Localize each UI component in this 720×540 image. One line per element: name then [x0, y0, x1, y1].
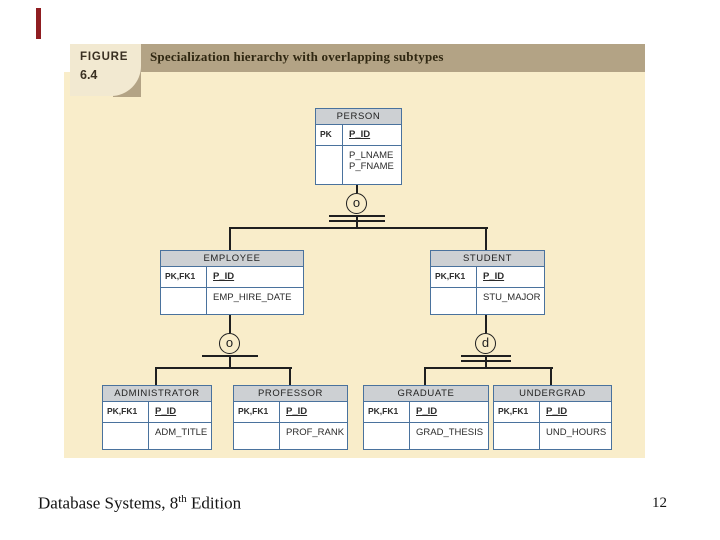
entity-employee-key: PK,FK1 — [161, 267, 207, 287]
entity-student-title: STUDENT — [431, 251, 544, 267]
footer-title-suffix: Edition — [186, 493, 242, 513]
figure-title: Specialization hierarchy with overlappin… — [150, 49, 444, 64]
disjoint-constraint-circle: d — [475, 333, 496, 354]
entity-undergrad: UNDERGRAD PK,FK1 P_ID UND_HOURS — [493, 385, 612, 450]
page-number: 12 — [652, 495, 667, 511]
entity-person-pk-attr: P_ID — [349, 129, 371, 140]
entity-administrator-attr: ADM_TITLE — [155, 427, 208, 438]
entity-person-attr-1: P_LNAME — [349, 150, 394, 161]
entity-employee-attr: EMP_HIRE_DATE — [213, 292, 292, 303]
entity-student: STUDENT PK,FK1 P_ID STU_MAJOR — [430, 250, 545, 315]
footer-title-prefix: Database Systems, 8 — [38, 493, 179, 513]
connector-line — [356, 215, 358, 229]
entity-administrator-title: ADMINISTRATOR — [103, 386, 211, 402]
entity-administrator-key-empty — [103, 423, 149, 449]
entity-undergrad-key: PK,FK1 — [494, 402, 540, 422]
entity-professor-attr: PROF_RANK — [286, 427, 345, 438]
entity-person-title: PERSON — [316, 109, 401, 125]
connector-line — [485, 312, 487, 333]
entity-person: PERSON PK P_ID P_LNAME P_FNAME — [315, 108, 402, 185]
connector-line — [229, 355, 231, 369]
footer-edition-superscript: th — [178, 493, 187, 505]
entity-employee-pk-attr: P_ID — [213, 271, 235, 282]
entity-student-key: PK,FK1 — [431, 267, 477, 287]
entity-graduate-attr: GRAD_THESIS — [416, 427, 484, 438]
entity-person-attr-2: P_FNAME — [349, 161, 394, 172]
entity-graduate: GRADUATE PK,FK1 P_ID GRAD_THESIS — [363, 385, 489, 450]
overlapping-constraint-circle: o — [219, 333, 240, 354]
entity-employee-title: EMPLOYEE — [161, 251, 303, 267]
entity-administrator: ADMINISTRATOR PK,FK1 P_ID ADM_TITLE — [102, 385, 212, 450]
figure-number: 6.4 — [80, 68, 98, 82]
connector-line — [425, 367, 553, 369]
connector-line — [356, 182, 358, 193]
connector-line — [289, 367, 291, 385]
entity-graduate-pk-attr: P_ID — [416, 406, 438, 417]
connector-line — [230, 227, 488, 229]
entity-student-key-empty — [431, 288, 477, 314]
connector-line — [485, 355, 487, 369]
entity-administrator-key: PK,FK1 — [103, 402, 149, 422]
entity-administrator-pk-attr: P_ID — [155, 406, 177, 417]
entity-student-attr: STU_MAJOR — [483, 292, 541, 303]
figure-title-bar: Specialization hierarchy with overlappin… — [138, 44, 645, 72]
accent-red-bar — [36, 8, 41, 39]
entity-graduate-key: PK,FK1 — [364, 402, 410, 422]
connector-line — [550, 367, 552, 385]
entity-professor-key: PK,FK1 — [234, 402, 280, 422]
entity-person-key-empty — [316, 146, 343, 184]
connector-line — [229, 312, 231, 333]
entity-undergrad-attr: UND_HOURS — [546, 427, 607, 438]
overlapping-constraint-circle: o — [346, 193, 367, 214]
entity-student-pk-attr: P_ID — [483, 271, 505, 282]
entity-professor-key-empty — [234, 423, 280, 449]
entity-employee: EMPLOYEE PK,FK1 P_ID EMP_HIRE_DATE — [160, 250, 304, 315]
connector-line — [424, 367, 426, 385]
connector-line — [485, 227, 487, 250]
entity-employee-key-empty — [161, 288, 207, 314]
entity-person-attrs: P_LNAME P_FNAME — [343, 146, 401, 184]
entity-person-key: PK — [316, 125, 343, 145]
connector-line — [155, 367, 157, 385]
connector-line — [229, 227, 231, 250]
entity-professor-pk-attr: P_ID — [286, 406, 308, 417]
figure-label: FIGURE — [80, 51, 129, 63]
entity-professor-title: PROFESSOR — [234, 386, 347, 402]
entity-undergrad-key-empty — [494, 423, 540, 449]
entity-undergrad-title: UNDERGRAD — [494, 386, 611, 402]
connector-line — [156, 367, 292, 369]
erd-diagram: PERSON PK P_ID P_LNAME P_FNAME o EMPLOYE… — [64, 72, 645, 458]
entity-professor: PROFESSOR PK,FK1 P_ID PROF_RANK — [233, 385, 348, 450]
entity-graduate-key-empty — [364, 423, 410, 449]
footer-book-title: Database Systems, 8th Edition — [38, 493, 241, 514]
entity-graduate-title: GRADUATE — [364, 386, 488, 402]
entity-undergrad-pk-attr: P_ID — [546, 406, 568, 417]
figure-label-box: FIGURE 6.4 — [70, 44, 141, 96]
